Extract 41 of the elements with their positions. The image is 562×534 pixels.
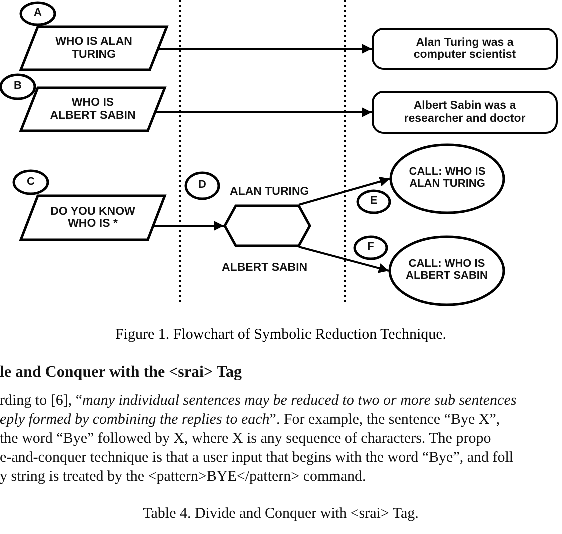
- paragraph-line: e-and-conquer technique is that a user input that begins with the word “Bye”, and foll: [0, 450, 514, 467]
- node-label: WHO IS ALAN TURING: [54, 36, 134, 61]
- label-circle: [354, 236, 388, 260]
- section-heading: le and Conquer with the <srai> Tag: [0, 364, 242, 382]
- node-label: E: [369, 196, 379, 208]
- arrow: [155, 108, 372, 118]
- arrow: [298, 246, 390, 274]
- arrow: [298, 176, 390, 206]
- paragraph-line: the word “Bye” followed by X, where X is any sequence of characters. The propo: [0, 431, 492, 448]
- label-circle: [357, 190, 391, 214]
- node-label: WHO IS ALBERT SABIN: [49, 97, 137, 122]
- edge-label: ALBERT SABIN: [222, 262, 308, 274]
- node-label: CALL: WHO IS ALAN TURING: [408, 167, 487, 191]
- response-box: [372, 28, 558, 70]
- edge-label: ALAN TURING: [230, 186, 310, 198]
- arrow: [154, 221, 224, 231]
- node-label: C: [26, 176, 36, 188]
- node-label: CALL: WHO IS ALBERT SABIN: [405, 259, 489, 283]
- call-ellipse: [389, 236, 505, 306]
- table-caption: Table 4. Divide and Conquer with <srai> Tag.: [142, 506, 420, 523]
- node-label: Alan Turing was a computer scientist: [412, 36, 518, 62]
- node-label: B: [13, 81, 23, 93]
- call-ellipse: [390, 144, 505, 214]
- label-circle: [13, 170, 49, 195]
- paragraph-line: eply formed by combining the replies to each”. For example, the sentence “Bye X”,: [0, 412, 500, 429]
- input-parallelogram: [20, 87, 166, 132]
- node-label: DO YOU KNOW WHO IS *: [50, 206, 136, 230]
- node-label: D: [198, 180, 208, 192]
- label-circle: [185, 172, 220, 200]
- node-label: F: [366, 242, 376, 254]
- input-parallelogram: [20, 26, 168, 71]
- decision-hexagon: [224, 205, 311, 247]
- figure-caption: Figure 1. Flowchart of Symbolic Reduction Technique.: [114, 327, 448, 344]
- response-box: [372, 91, 558, 134]
- paragraph-line: y string is treated by the <pattern>BYE</pattern> command.: [0, 469, 366, 486]
- paragraph-line: rding to [6], “many individual sentences may be reduced to two or more sub sentences: [0, 393, 517, 410]
- node-label: A: [33, 8, 43, 20]
- label-circle: [20, 2, 56, 26]
- node-label: Albert Sabin was a researcher and doctor: [403, 100, 527, 125]
- arrow: [158, 44, 372, 54]
- input-parallelogram: [20, 195, 166, 241]
